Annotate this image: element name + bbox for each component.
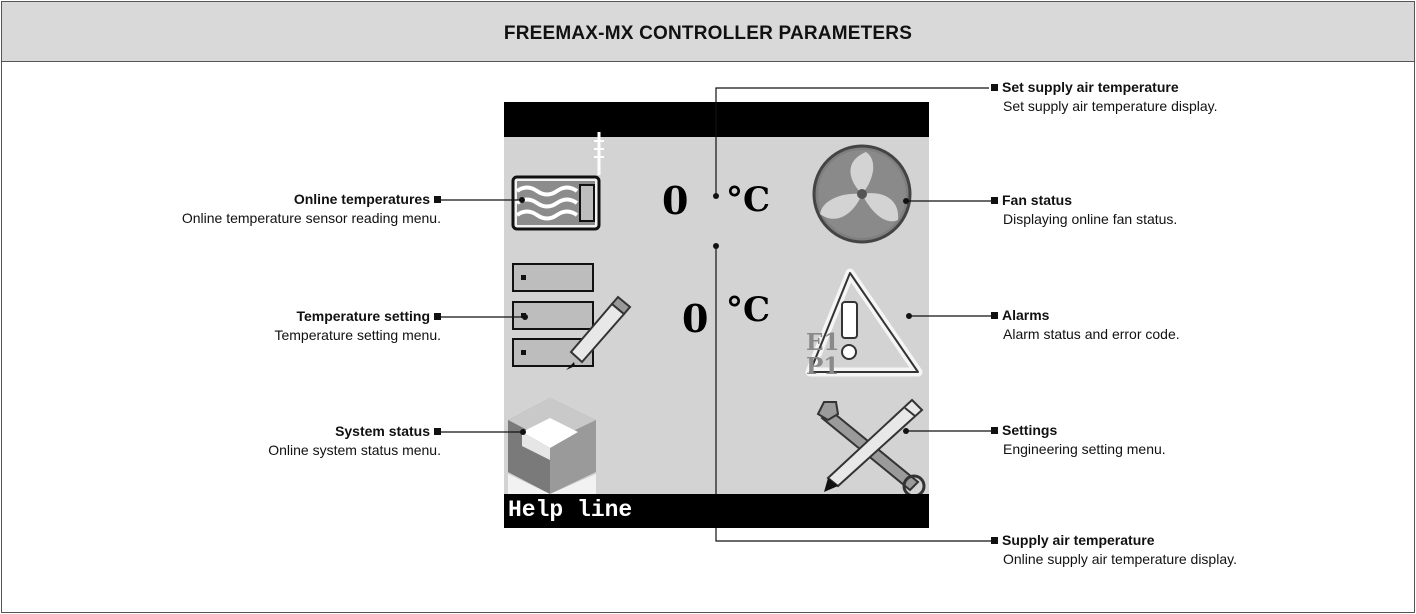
callout-system-status: System status Online system status menu. [268, 422, 441, 460]
callout-title: Fan status [991, 191, 1177, 210]
alarm-code-e1: E1 [806, 329, 840, 356]
callout-supply-air-temperature: Supply air temperature Online supply air… [991, 531, 1237, 569]
callout-title: Supply air temperature [991, 531, 1237, 550]
callout-description: Displaying online fan status. [991, 210, 1177, 229]
callout-title: Temperature setting [274, 307, 441, 326]
callout-description: Set supply air temperature display. [991, 97, 1218, 116]
callout-temperature-setting: Temperature setting Temperature setting … [274, 307, 441, 345]
fan-icon [814, 146, 910, 242]
callout-title: Set supply air temperature [991, 78, 1218, 97]
callout-description: Online supply air temperature display. [991, 550, 1237, 569]
callout-online-temperatures: Online temperatures Online temperature s… [182, 190, 441, 228]
callout-fan-status: Fan status Displaying online fan status. [991, 191, 1177, 229]
callout-description: Online temperature sensor reading menu. [182, 209, 441, 228]
callout-alarms: Alarms Alarm status and error code. [991, 306, 1180, 344]
supply-unit: °C [726, 290, 770, 330]
callout-title: Settings [991, 421, 1166, 440]
callout-settings: Settings Engineering setting menu. [991, 421, 1166, 459]
setpoint-value: 0 [662, 178, 688, 223]
callout-title: Alarms [991, 306, 1180, 325]
callout-description: Alarm status and error code. [991, 325, 1180, 344]
callout-description: Temperature setting menu. [274, 326, 441, 345]
help-line-bar: Help line [504, 494, 929, 528]
callout-title: Online temperatures [182, 190, 441, 209]
callout-title: System status [268, 422, 441, 441]
callout-description: Online system status menu. [268, 441, 441, 460]
supply-value: 0 [682, 296, 708, 341]
callout-set-supply-air-temperature: Set supply air temperature Set supply ai… [991, 78, 1218, 116]
callout-description: Engineering setting menu. [991, 440, 1166, 459]
alarm-code-p1: P1 [806, 353, 839, 380]
setpoint-unit: °C [726, 180, 770, 220]
